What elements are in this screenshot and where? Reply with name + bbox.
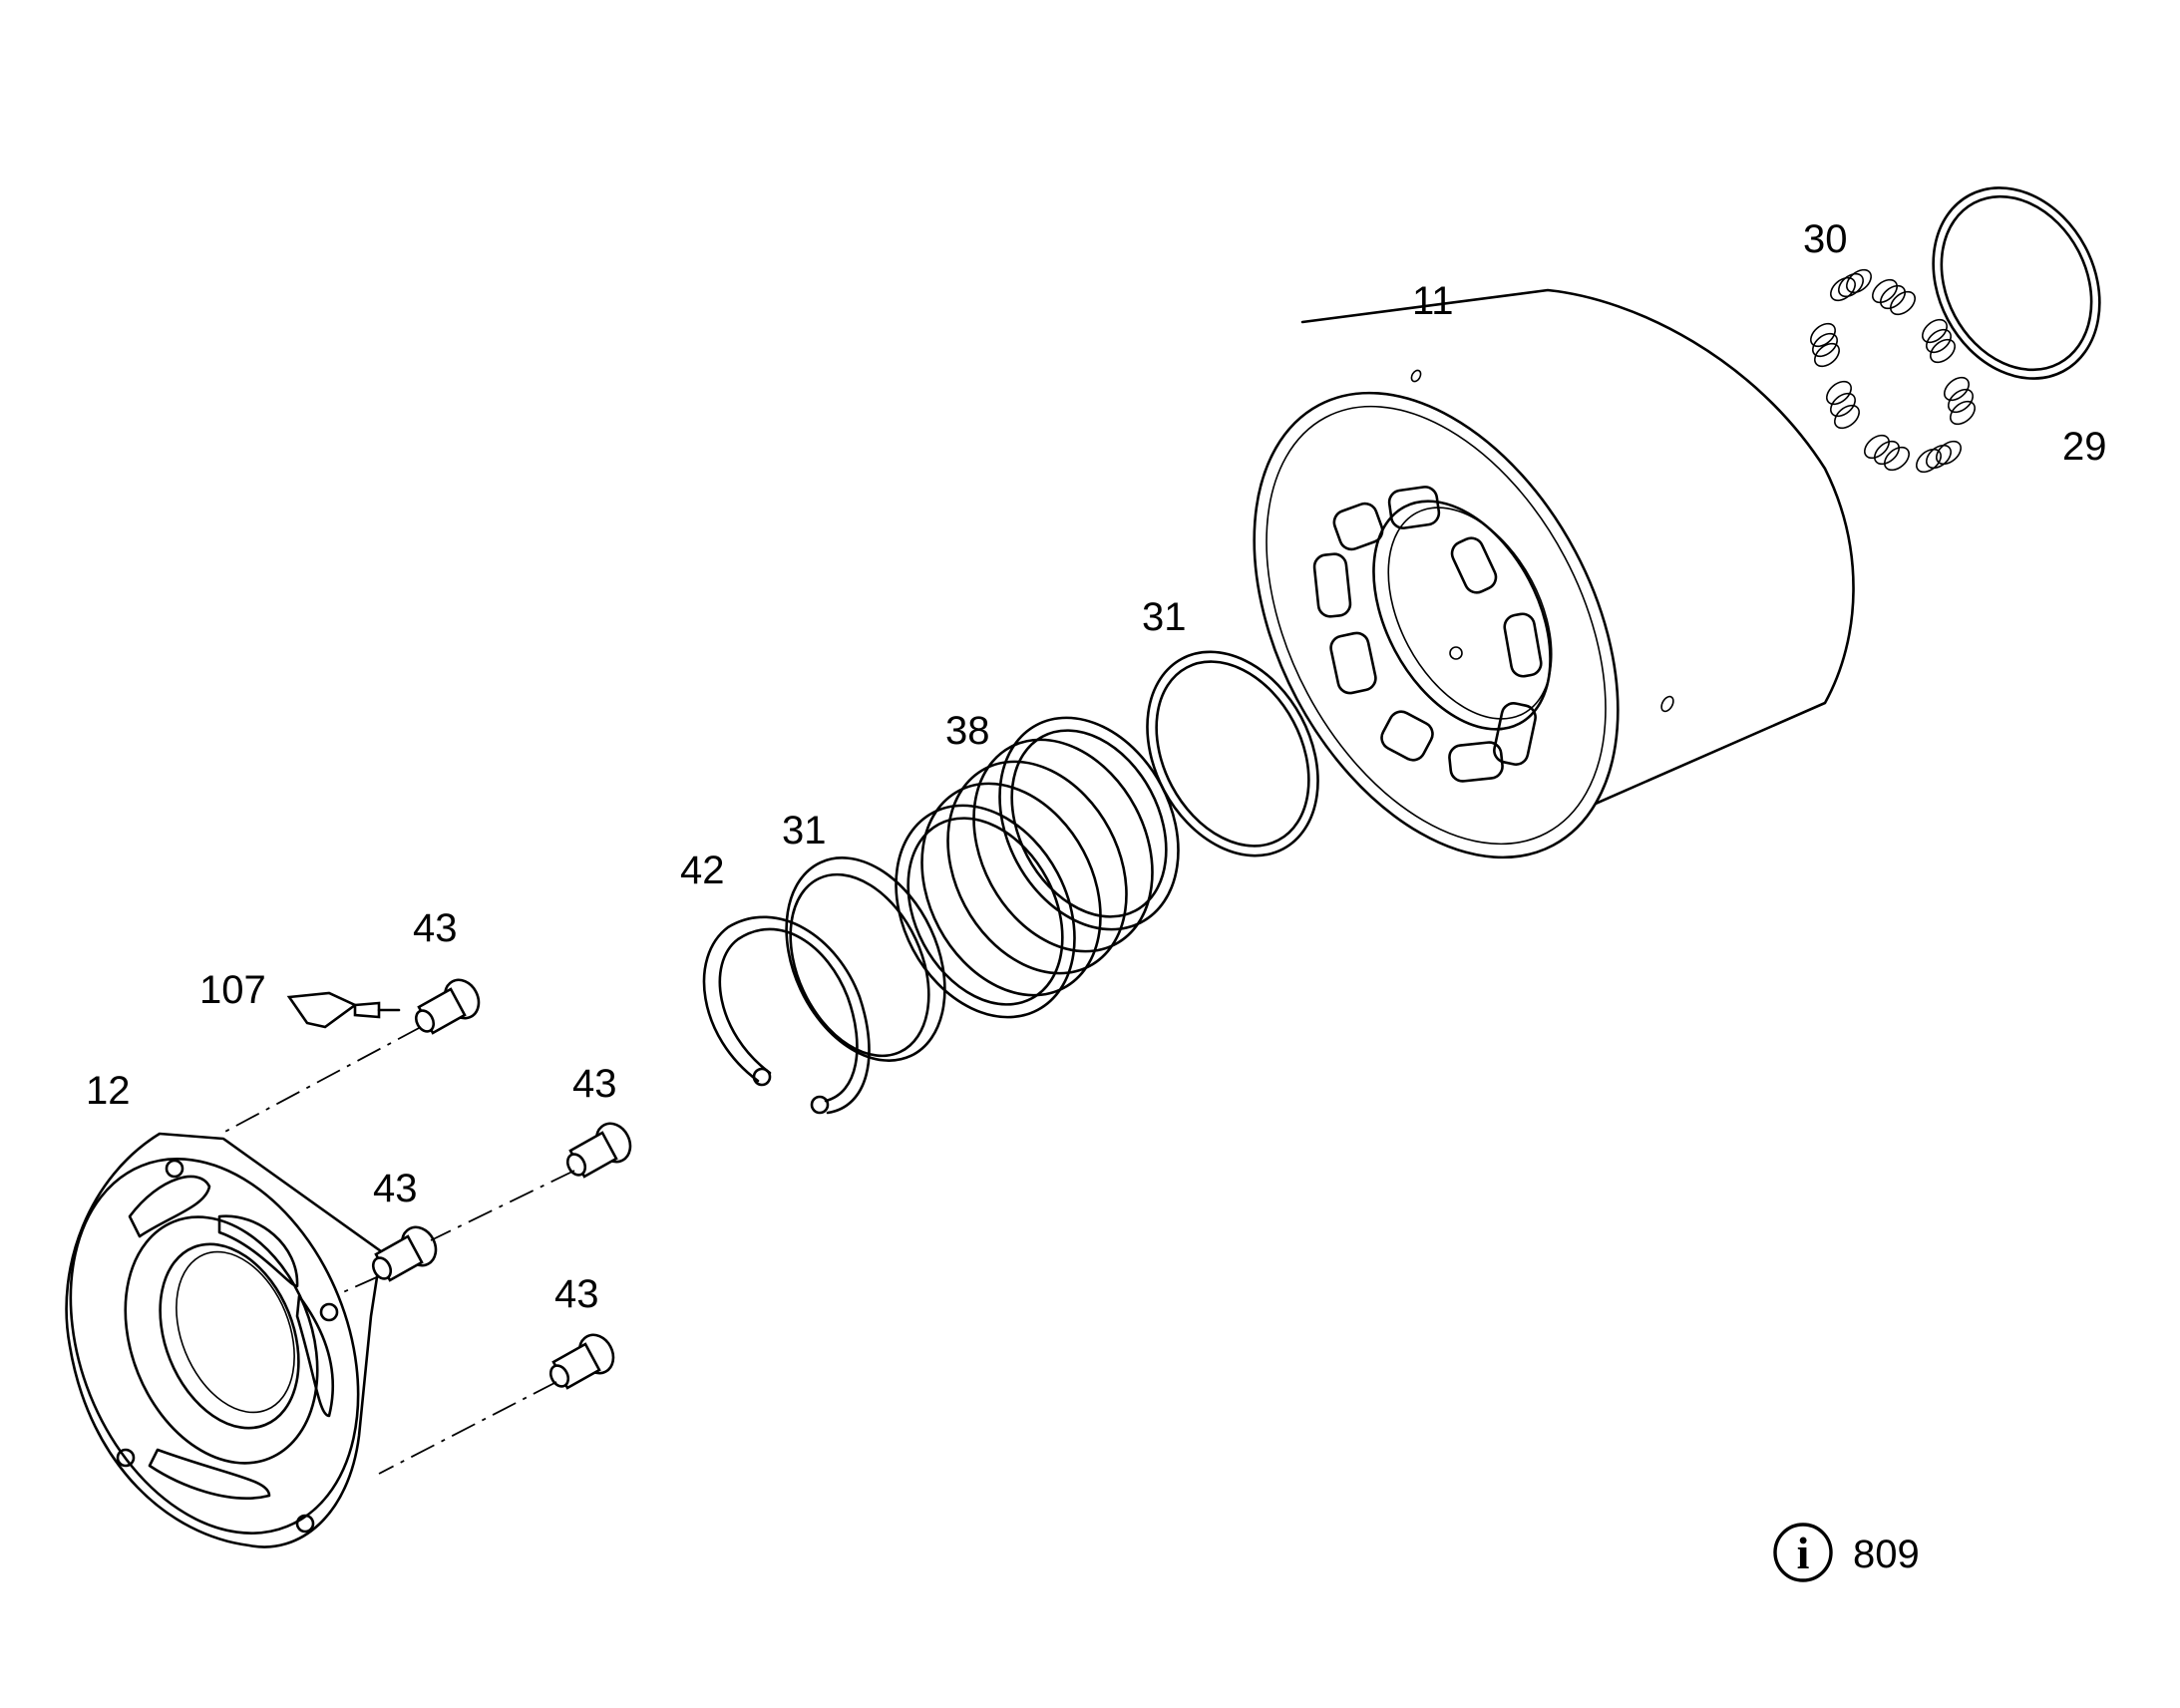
callout-43-c: 43 [373,1167,418,1210]
ring-29 [1932,186,2101,380]
pin-43-c [371,1225,438,1282]
info-icon-glyph: i [1797,1528,1810,1578]
info-reference: i 809 [1773,1523,1920,1582]
info-reference-number: 809 [1853,1533,1920,1576]
callout-29: 29 [2062,425,2107,469]
coil-spring-38 [895,716,1180,1019]
callout-12: 12 [86,1069,131,1113]
callout-31-upper: 31 [1142,595,1187,639]
callout-11: 11 [1412,279,1454,323]
callout-107: 107 [199,968,266,1012]
callout-42: 42 [680,849,725,892]
pin-43-b [565,1122,632,1179]
tube-107 [286,991,401,1029]
springs-30 [1810,268,1976,474]
callout-43-d: 43 [554,1272,599,1316]
info-icon [1773,1523,1833,1582]
callout-43-a: 43 [413,906,458,950]
callout-43-b: 43 [572,1062,617,1106]
circlip-42 [702,915,871,1115]
callout-38: 38 [945,709,990,753]
pin-43-d [548,1333,615,1390]
port-plate-12 [65,1132,383,1548]
callout-30: 30 [1803,217,1848,261]
assembly-lines [218,1026,575,1475]
cylinder-block-11 [1253,288,1855,859]
pin-43-a [414,978,481,1035]
ring-31-lower [785,856,946,1062]
callout-31-lower: 31 [782,809,827,853]
